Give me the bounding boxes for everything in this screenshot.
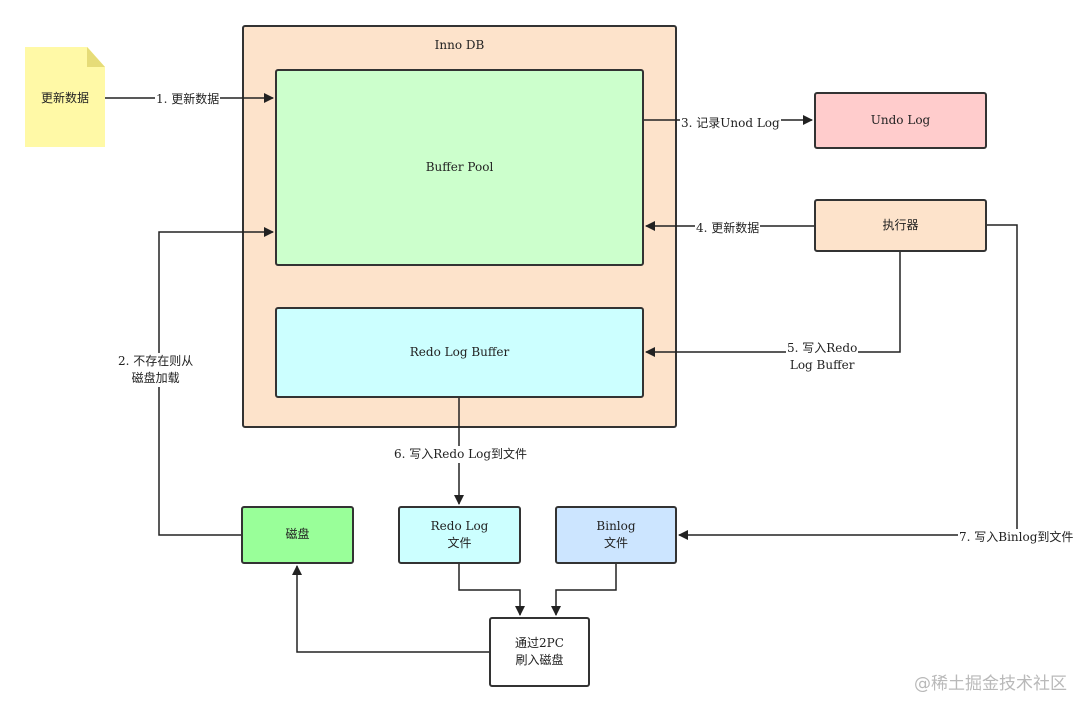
disk-label: 磁盘 — [285, 527, 310, 542]
redo-log-file-label-line2: 文件 — [447, 536, 472, 550]
edge-5-arrow — [645, 252, 901, 357]
edge-3-label: 3. 记录Unod Log — [680, 115, 781, 132]
edge-4-label: 4. 更新数据 — [695, 220, 761, 237]
redo-log-file-label-line1: Redo Log — [430, 518, 489, 533]
commit-2pc-box: 通过2PC 刷入磁盘 — [489, 617, 590, 687]
edge-5-label: 5. 写入Redo Log Buffer — [786, 340, 859, 374]
edge-7-arrow — [678, 224, 1018, 540]
binlog-to-2pc-arrow — [551, 564, 617, 616]
watermark: @稀土掘金技术社区 — [914, 674, 1067, 694]
redo-log-buffer-label: Redo Log Buffer — [409, 344, 510, 359]
edge-5-label-line2: Log Buffer — [789, 357, 855, 372]
redo-log-buffer-box: Redo Log Buffer — [275, 307, 644, 398]
binlog-file-label-line2: 文件 — [603, 536, 628, 550]
commit-2pc-label-line2: 刷入磁盘 — [515, 653, 564, 667]
innodb-title: Inno DB — [434, 38, 485, 52]
edge-6-label: 6. 写入Redo Log到文件 — [393, 446, 528, 463]
disk-box: 磁盘 — [241, 506, 354, 564]
redo-to-2pc-arrow — [458, 564, 525, 616]
edge-2-label-line2: 磁盘加载 — [131, 370, 180, 385]
update-data-note-label: 更新数据 — [40, 90, 89, 105]
undo-log-label: Undo Log — [870, 112, 931, 127]
executor-label: 执行器 — [882, 217, 919, 232]
edge-2-label-line1: 2. 不存在则从 — [118, 354, 194, 368]
binlog-file-box: Binlog 文件 — [555, 506, 677, 564]
buffer-pool-label: Buffer Pool — [425, 159, 494, 174]
undo-log-box: Undo Log — [814, 92, 987, 149]
executor-box: 执行器 — [814, 199, 987, 252]
edge-2-label: 2. 不存在则从 磁盘加载 — [117, 353, 195, 387]
edge-1-label: 1. 更新数据 — [155, 91, 221, 108]
binlog-file-label-line1: Binlog — [596, 518, 636, 533]
buffer-pool-box: Buffer Pool — [275, 69, 644, 266]
edge-7-label: 7. 写入Binlog到文件 — [958, 529, 1075, 546]
commit-2pc-label-line1: 通过2PC — [515, 635, 564, 650]
redo-log-file-box: Redo Log 文件 — [398, 506, 521, 564]
edge-5-label-line1: 5. 写入Redo — [787, 341, 858, 355]
2pc-to-disk-arrow — [292, 565, 489, 653]
